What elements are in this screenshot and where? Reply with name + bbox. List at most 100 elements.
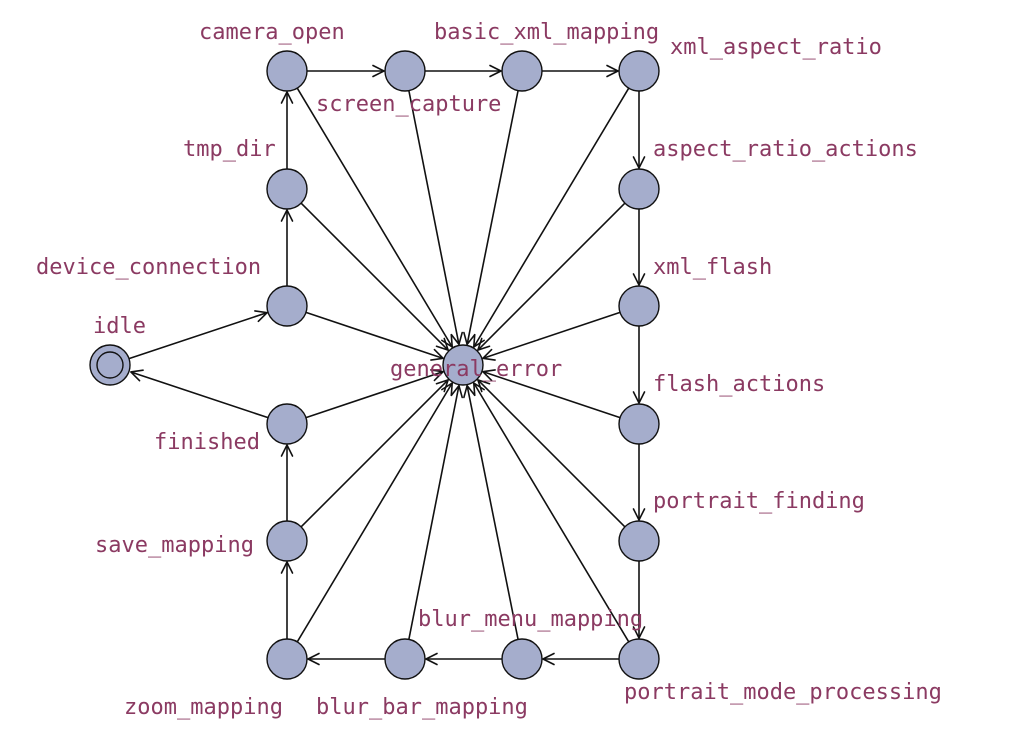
- state-circle: [501, 638, 543, 680]
- arrowhead-icon: [425, 652, 438, 666]
- edge-portrait_finding-to-general_error: [477, 379, 626, 528]
- edge-finished-to-general_error: [305, 369, 444, 419]
- arrowhead-icon: [280, 561, 294, 574]
- state-node-blur_bar_mapping: [384, 638, 426, 680]
- state-node-flash_actions: [618, 403, 660, 445]
- arrowhead-icon: [482, 348, 496, 361]
- edge-portrait_mode_processing-to-blur_menu_mapping: [542, 652, 619, 666]
- edge-save_mapping-to-finished: [280, 444, 294, 521]
- edge-xml_flash-to-flash_actions: [632, 326, 646, 404]
- edges-layer: [128, 64, 646, 666]
- state-label-zoom_mapping: zoom_mapping: [124, 695, 283, 720]
- state-node-portrait_mode_processing: [618, 638, 660, 680]
- edge-portrait_finding-to-portrait_mode_processing: [632, 561, 646, 639]
- arrowhead-icon: [280, 209, 294, 222]
- edge-line: [305, 311, 444, 360]
- state-node-screen_capture: [384, 50, 426, 92]
- state-label-finished: finished: [154, 430, 260, 455]
- edge-line: [482, 370, 621, 419]
- arrowhead-icon: [441, 333, 454, 348]
- state-circle: [618, 168, 660, 210]
- state-label-blur_bar_mapping: blur_bar_mapping: [316, 695, 528, 720]
- edge-camera_open-to-general_error: [296, 87, 454, 348]
- state-circle: [266, 520, 308, 562]
- state-label-xml_flash: xml_flash: [653, 255, 772, 280]
- edge-basic_xml_mapping-to-xml_aspect_ratio: [542, 64, 619, 78]
- arrowhead-icon: [606, 64, 619, 78]
- state-label-screen_capture: screen_capture: [316, 92, 501, 117]
- state-circle: [266, 50, 308, 92]
- edge-zoom_mapping-to-save_mapping: [280, 561, 294, 639]
- edge-line: [296, 382, 453, 643]
- state-circle: [442, 344, 484, 386]
- edge-basic_xml_mapping-to-general_error: [463, 90, 519, 346]
- edge-aspect_ratio_actions-to-xml_flash: [632, 209, 646, 286]
- arrowhead-icon: [632, 626, 646, 639]
- state-label-portrait_mode_processing: portrait_mode_processing: [624, 680, 942, 705]
- state-circle: [384, 638, 426, 680]
- edge-tmp_dir-to-camera_open: [280, 91, 294, 169]
- edge-device_connection-to-general_error: [305, 311, 444, 361]
- state-node-idle: [89, 344, 131, 386]
- edge-screen_capture-to-general_error: [408, 90, 464, 346]
- edge-line: [130, 371, 269, 419]
- state-circle: [501, 50, 543, 92]
- edge-xml_aspect_ratio-to-aspect_ratio_actions: [632, 91, 646, 169]
- edge-line: [477, 202, 626, 351]
- edge-line: [477, 379, 626, 528]
- state-label-general_error: general_error: [390, 357, 562, 382]
- edge-flash_actions-to-general_error: [482, 369, 621, 419]
- edge-aspect_ratio_actions-to-general_error: [477, 202, 626, 351]
- state-node-blur_menu_mapping: [501, 638, 543, 680]
- arrowhead-icon: [477, 337, 491, 351]
- state-label-camera_open: camera_open: [199, 20, 345, 45]
- nodes-layer: [89, 50, 660, 680]
- state-node-camera_open: [266, 50, 308, 92]
- arrowhead-icon: [632, 508, 646, 521]
- state-circle: [266, 285, 308, 327]
- edge-tmp_dir-to-general_error: [300, 202, 449, 351]
- edge-blur_bar_mapping-to-general_error: [408, 384, 464, 640]
- state-circle: [266, 403, 308, 445]
- arrowhead-icon: [307, 652, 320, 666]
- state-node-save_mapping: [266, 520, 308, 562]
- edge-idle-to-device_connection: [128, 310, 268, 360]
- edge-zoom_mapping-to-general_error: [296, 382, 454, 643]
- arrowhead-icon: [254, 310, 268, 323]
- edge-finished-to-idle: [130, 369, 269, 419]
- arrowhead-icon: [280, 91, 294, 104]
- edge-save_mapping-to-general_error: [300, 379, 449, 528]
- state-node-xml_flash: [618, 285, 660, 327]
- arrowhead-icon: [542, 652, 555, 666]
- edge-line: [305, 370, 444, 419]
- arrowhead-icon: [463, 331, 476, 346]
- arrowhead-icon: [430, 348, 444, 361]
- state-label-tmp_dir: tmp_dir: [183, 137, 276, 162]
- edge-xml_flash-to-general_error: [482, 311, 621, 361]
- edge-flash_actions-to-portrait_finding: [632, 444, 646, 521]
- state-circle: [384, 50, 426, 92]
- state-node-basic_xml_mapping: [501, 50, 543, 92]
- arrowhead-icon: [472, 382, 485, 397]
- state-label-blur_menu_mapping: blur_menu_mapping: [418, 607, 643, 632]
- state-label-save_mapping: save_mapping: [95, 533, 254, 558]
- labels-layer: idledevice_connectiontmp_dircamera_opens…: [36, 20, 942, 720]
- arrowhead-icon: [632, 273, 646, 286]
- edge-blur_bar_mapping-to-zoom_mapping: [307, 652, 385, 666]
- edge-line: [300, 379, 449, 528]
- arrowhead-icon: [450, 384, 464, 399]
- state-circle: [618, 285, 660, 327]
- arrowhead-icon: [482, 369, 496, 382]
- edge-portrait_mode_processing-to-general_error: [472, 382, 630, 643]
- edge-line: [408, 90, 460, 345]
- state-node-tmp_dir: [266, 168, 308, 210]
- state-circle: [618, 50, 660, 92]
- arrowhead-icon: [430, 369, 444, 382]
- state-label-idle: idle: [93, 314, 146, 339]
- state-circle: [266, 638, 308, 680]
- state-node-xml_aspect_ratio: [618, 50, 660, 92]
- state-label-flash_actions: flash_actions: [653, 372, 825, 397]
- edge-device_connection-to-tmp_dir: [280, 209, 294, 286]
- edge-line: [300, 202, 449, 351]
